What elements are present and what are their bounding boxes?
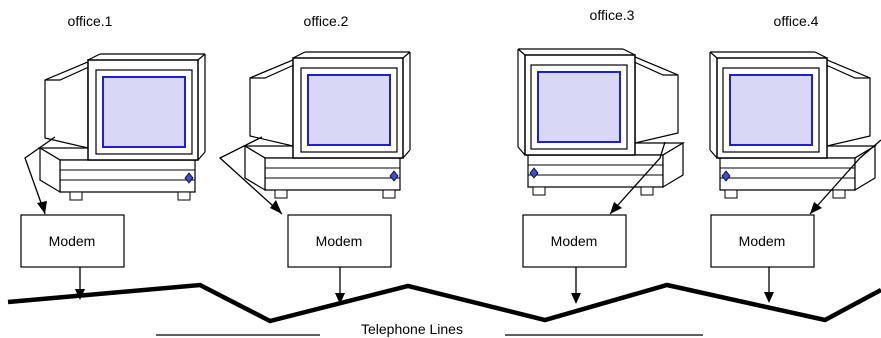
computer-office-2-icon xyxy=(244,51,411,199)
modem-office-3: Modem xyxy=(522,214,627,268)
modem-office-1: Modem xyxy=(20,214,125,268)
modem-label: Modem xyxy=(49,233,96,249)
cable-office-2 xyxy=(218,136,283,215)
cable-office-4 xyxy=(809,139,881,215)
modem-label: Modem xyxy=(551,233,598,249)
pc-to-modem-cables xyxy=(24,136,881,215)
telephone-line xyxy=(7,282,881,324)
modem-office-4: Modem xyxy=(710,214,815,268)
modem-label: Modem xyxy=(739,233,786,249)
computer-office-3-icon xyxy=(517,48,684,196)
modem-office-2: Modem xyxy=(287,214,392,268)
computer-office-4-icon xyxy=(709,51,876,199)
modem-label: Modem xyxy=(316,233,363,249)
modem-to-line-connectors xyxy=(79,267,770,296)
office-1-label: office.1 xyxy=(68,13,113,29)
office-2-label: office.2 xyxy=(304,13,349,29)
telephone-lines-label: Telephone Lines xyxy=(361,321,463,337)
cable-office-1 xyxy=(24,136,56,215)
office-3-label: office.3 xyxy=(590,7,635,23)
cable-arrowheads xyxy=(37,200,822,214)
cable-office-3 xyxy=(609,141,666,215)
computer-office-1-icon xyxy=(39,53,206,201)
office-4-label: office.4 xyxy=(774,13,819,29)
